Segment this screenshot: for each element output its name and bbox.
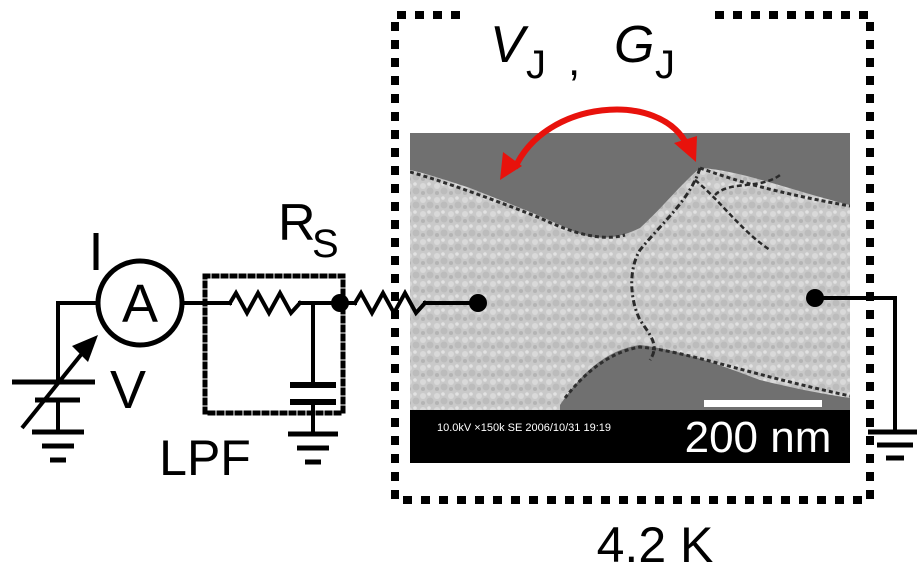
device-terminal-left xyxy=(469,294,487,312)
junction-voltage-symbol: V xyxy=(490,16,529,74)
ammeter-label: A xyxy=(122,274,158,334)
variable-source-arrow xyxy=(20,344,90,430)
sem-crack-branches xyxy=(694,173,781,252)
wire-to-ground xyxy=(813,296,897,432)
series-resistor-label: R xyxy=(278,194,316,252)
current-label: I xyxy=(88,222,103,282)
ground-symbol-filter xyxy=(288,431,338,465)
filter-node xyxy=(331,294,349,312)
cryostat-boundary xyxy=(391,11,874,504)
filter-resistor xyxy=(227,288,303,318)
sem-micrograph: 10.0kV ×150k SE 2006/10/31 19:19 200 nm xyxy=(410,133,850,463)
voltage-label: V xyxy=(110,360,146,420)
ground-symbol-right xyxy=(868,429,917,461)
sem-info-bar xyxy=(410,410,850,463)
sem-info-text: 10.0kV ×150k SE 2006/10/31 19:19 xyxy=(437,422,611,434)
scale-bar xyxy=(704,400,822,407)
junction-label: V J , G J xyxy=(490,16,675,87)
arrow-head-left xyxy=(500,152,522,180)
series-resistor-subscript: S xyxy=(312,222,339,266)
filter-label: LPF xyxy=(159,430,251,486)
junction-gap-arrow xyxy=(500,106,697,180)
temperature-label: 4.2 K xyxy=(597,517,714,573)
sem-top-edge xyxy=(410,170,626,239)
sem-crack-network xyxy=(630,167,702,361)
arrow-head-right xyxy=(674,136,697,162)
voltage-source-symbol xyxy=(12,335,98,430)
series-resistor xyxy=(352,288,428,318)
wire-ammeter-to-source xyxy=(56,301,100,384)
junction-label-separator: , xyxy=(568,36,580,85)
sem-bottom-edge xyxy=(563,345,850,399)
junction-conductance-symbol: G xyxy=(614,16,654,74)
ground-symbol-left xyxy=(32,429,84,463)
scale-bar-label: 200 nm xyxy=(685,413,832,462)
filter-boundary xyxy=(202,273,346,416)
junction-conductance-subscript: J xyxy=(655,43,675,87)
junction-voltage-subscript: J xyxy=(526,43,546,87)
